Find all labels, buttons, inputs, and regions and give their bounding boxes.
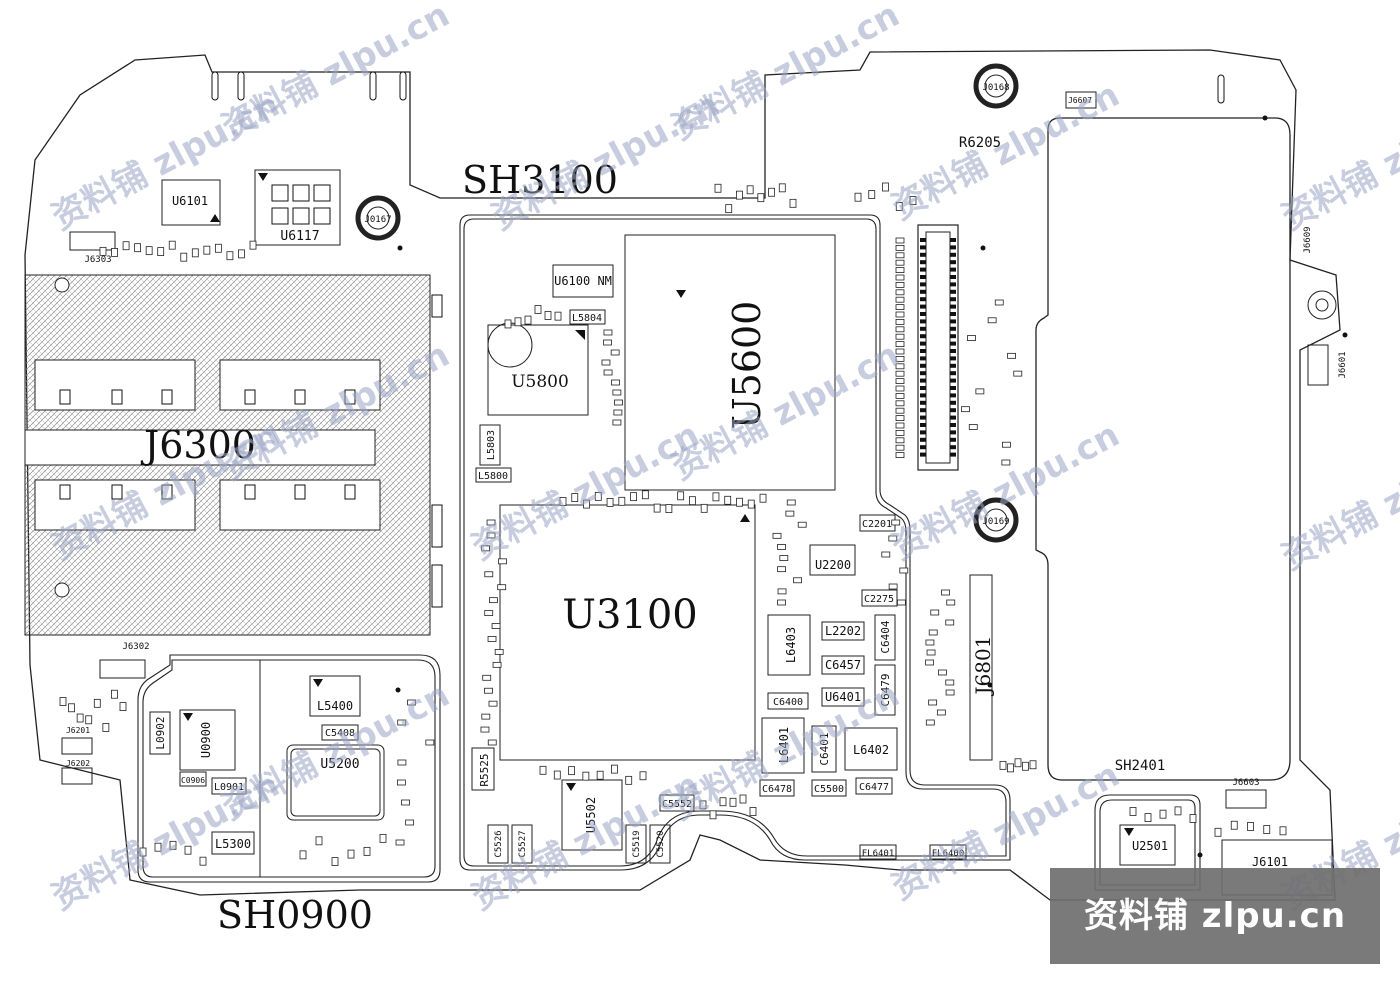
label-c6400: C6400 (773, 697, 803, 708)
mount-slots (211, 71, 1225, 104)
label-c6404: C6404 (879, 620, 892, 653)
label-l2202: L2202 (825, 624, 861, 638)
label-c5500: C5500 (814, 784, 844, 795)
label-c6477: C6477 (859, 782, 889, 793)
label-c5520: C5520 (656, 830, 666, 857)
label-u5502: U5502 (584, 797, 598, 833)
label-j6601: J6601 (1338, 351, 1348, 378)
label-u2200: U2200 (815, 558, 851, 572)
label-j6202: J6202 (66, 759, 90, 768)
label-sh3100: SH3100 (462, 158, 618, 202)
label-l6403: L6403 (784, 627, 798, 663)
label-l5800: L5800 (478, 471, 508, 482)
label-fl6401: FL6401 (862, 849, 895, 859)
j6300-connector (24, 274, 443, 636)
label-l5300: L5300 (215, 837, 251, 851)
label-c5408: C5408 (325, 728, 355, 739)
banner-text: 资料铺 zlpu.cn (1083, 896, 1347, 936)
label-c2201: C2201 (862, 519, 892, 530)
label-c5552: C5552 (662, 799, 692, 810)
label-c5519: C5519 (632, 830, 642, 857)
label-l6402: L6402 (853, 743, 889, 757)
label-u2501: U2501 (1132, 839, 1168, 853)
label-sh0900: SH0900 (217, 893, 373, 937)
label-l5803: L5803 (486, 430, 497, 460)
svg-text:资料铺 zlpu.cn: 资料铺 zlpu.cn (885, 75, 1125, 228)
svg-text:资料铺 zlpu.cn: 资料铺 zlpu.cn (885, 415, 1125, 568)
label-c5527: C5527 (518, 830, 528, 857)
svg-text:资料铺 zlpu.cn: 资料铺 zlpu.cn (665, 335, 905, 488)
label-u0900: U0900 (199, 722, 213, 758)
label-r6205: R6205 (959, 135, 1001, 151)
label-l5804: L5804 (572, 313, 602, 324)
label-l6401: L6401 (777, 727, 791, 763)
label-j6302: J6302 (122, 642, 149, 652)
label-u5600: U5600 (725, 301, 769, 430)
label-j6201: J6201 (66, 726, 90, 735)
label-c6478: C6478 (762, 784, 792, 795)
label-l5400: L5400 (317, 699, 353, 713)
chip-u5800 (487, 322, 589, 416)
label-j0167: J0167 (364, 215, 391, 225)
label-u3100: U3100 (562, 592, 698, 638)
label-j6801: J6801 (971, 636, 995, 697)
label-u6401: U6401 (825, 690, 861, 704)
label-j0169: J0169 (982, 517, 1009, 527)
label-c2275: C2275 (864, 594, 894, 605)
label-sh2401: SH2401 (1115, 758, 1166, 774)
label-r5525: R5525 (478, 753, 491, 786)
label-u5200: U5200 (320, 757, 359, 772)
battery-cutout (1035, 117, 1291, 781)
label-j6603: J6603 (1232, 778, 1259, 788)
label-c0906: C0906 (181, 776, 205, 785)
label-l0901: L0901 (214, 782, 244, 793)
label-c5526: C5526 (494, 830, 504, 857)
svg-text:资料铺 zlpu.cn: 资料铺 zlpu.cn (215, 0, 455, 148)
label-j6101: J6101 (1252, 855, 1288, 869)
label-c6479: C6479 (879, 673, 892, 706)
shield-sh3100 (459, 214, 1011, 871)
svg-text:资料铺 zlpu.cn: 资料铺 zlpu.cn (465, 415, 705, 568)
label-j6303: J6303 (84, 255, 111, 265)
chip-u3100 (499, 504, 756, 761)
label-j6607: J6607 (1068, 96, 1092, 105)
spring-contacts (355, 63, 1019, 543)
watermark-banner: 资料铺 zlpu.cn (1050, 868, 1380, 964)
label-j6300: J6300 (140, 423, 256, 467)
label-j6609: J6609 (1303, 226, 1313, 253)
label-u6117: U6117 (280, 229, 319, 244)
shield-sh0900 (137, 654, 441, 883)
label-l0902: L0902 (154, 716, 167, 749)
label-j0168: J0168 (982, 83, 1009, 93)
label-fl6400: FL6400 (932, 849, 965, 859)
chip-u5600 (624, 234, 836, 491)
label-u6101: U6101 (172, 194, 208, 208)
svg-text:资料铺 zlpu.cn: 资料铺 zlpu.cn (215, 675, 455, 828)
svg-text:资料铺 zlpu.cn: 资料铺 zlpu.cn (665, 0, 905, 148)
label-c6401: C6401 (818, 732, 831, 765)
svg-text:资料铺 zlpu.cn: 资料铺 zlpu.cn (1275, 425, 1400, 578)
passive-components (59, 115, 1348, 866)
label-c6457: C6457 (825, 658, 861, 672)
label-u5800: U5800 (511, 372, 569, 392)
connector-strip (895, 224, 959, 471)
label-u6100: U6100 NM (554, 274, 612, 288)
